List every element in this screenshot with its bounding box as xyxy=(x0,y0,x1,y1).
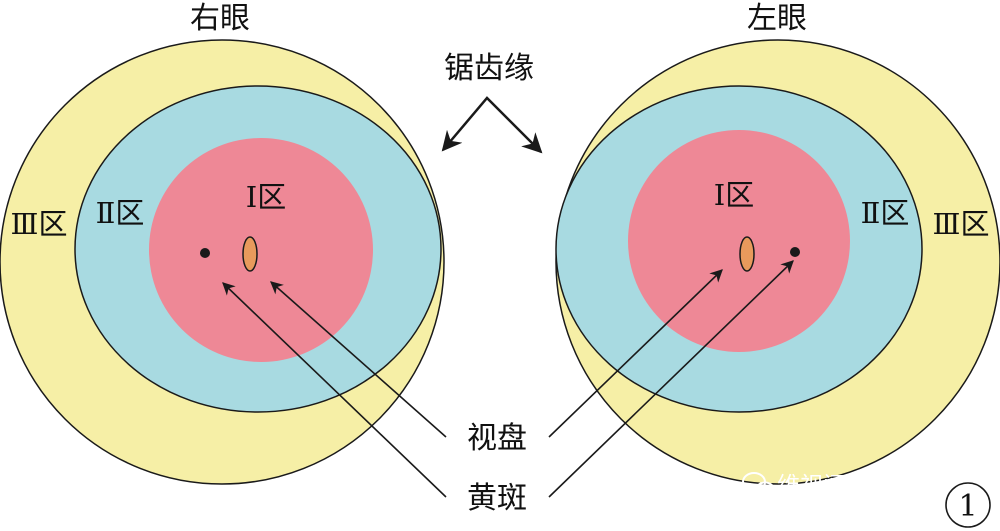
right-macula-pointer xyxy=(222,282,447,498)
left-eye-optic-disc-dot xyxy=(790,247,800,257)
pointer-lines xyxy=(222,260,794,498)
right-disc-pointer xyxy=(270,281,447,438)
left-eye-zone1 xyxy=(628,130,850,352)
right-eye-zone1 xyxy=(149,138,373,362)
watermark-text: 维视阅互联网医院 xyxy=(777,473,961,499)
left-disc-pointer xyxy=(548,269,723,438)
figure-number: 1 xyxy=(958,489,977,524)
left-zone1-label: Ⅰ区 xyxy=(714,178,754,212)
right-zone1-label: Ⅰ区 xyxy=(246,180,286,214)
left-zone2-label: Ⅱ区 xyxy=(861,196,910,230)
wechat-icon xyxy=(742,472,775,499)
right-zone2-label: Ⅱ区 xyxy=(96,196,145,230)
left-eye-title: 左眼 xyxy=(747,1,807,36)
right-eye-optic-disc-dot xyxy=(200,248,210,258)
ora-serrata-label: 锯齿缘 xyxy=(444,51,534,86)
right-eye-macula xyxy=(242,236,258,272)
left-zone3-label: Ⅲ区 xyxy=(933,207,990,241)
left-eye-macula xyxy=(739,236,755,272)
right-zone3-label: Ⅲ区 xyxy=(11,207,68,241)
left-eye xyxy=(555,39,1000,485)
figure-number-badge: 1 xyxy=(945,482,991,528)
left-macula-pointer xyxy=(548,260,794,498)
right-eye-title: 右眼 xyxy=(190,1,250,36)
optic-disc-label: 视盘 xyxy=(467,421,527,456)
right-eye xyxy=(0,39,445,485)
ora-serrata-arrows xyxy=(441,96,543,154)
macula-label: 黄斑 xyxy=(467,481,527,516)
watermark: 维视阅互联网医院 xyxy=(742,472,961,499)
